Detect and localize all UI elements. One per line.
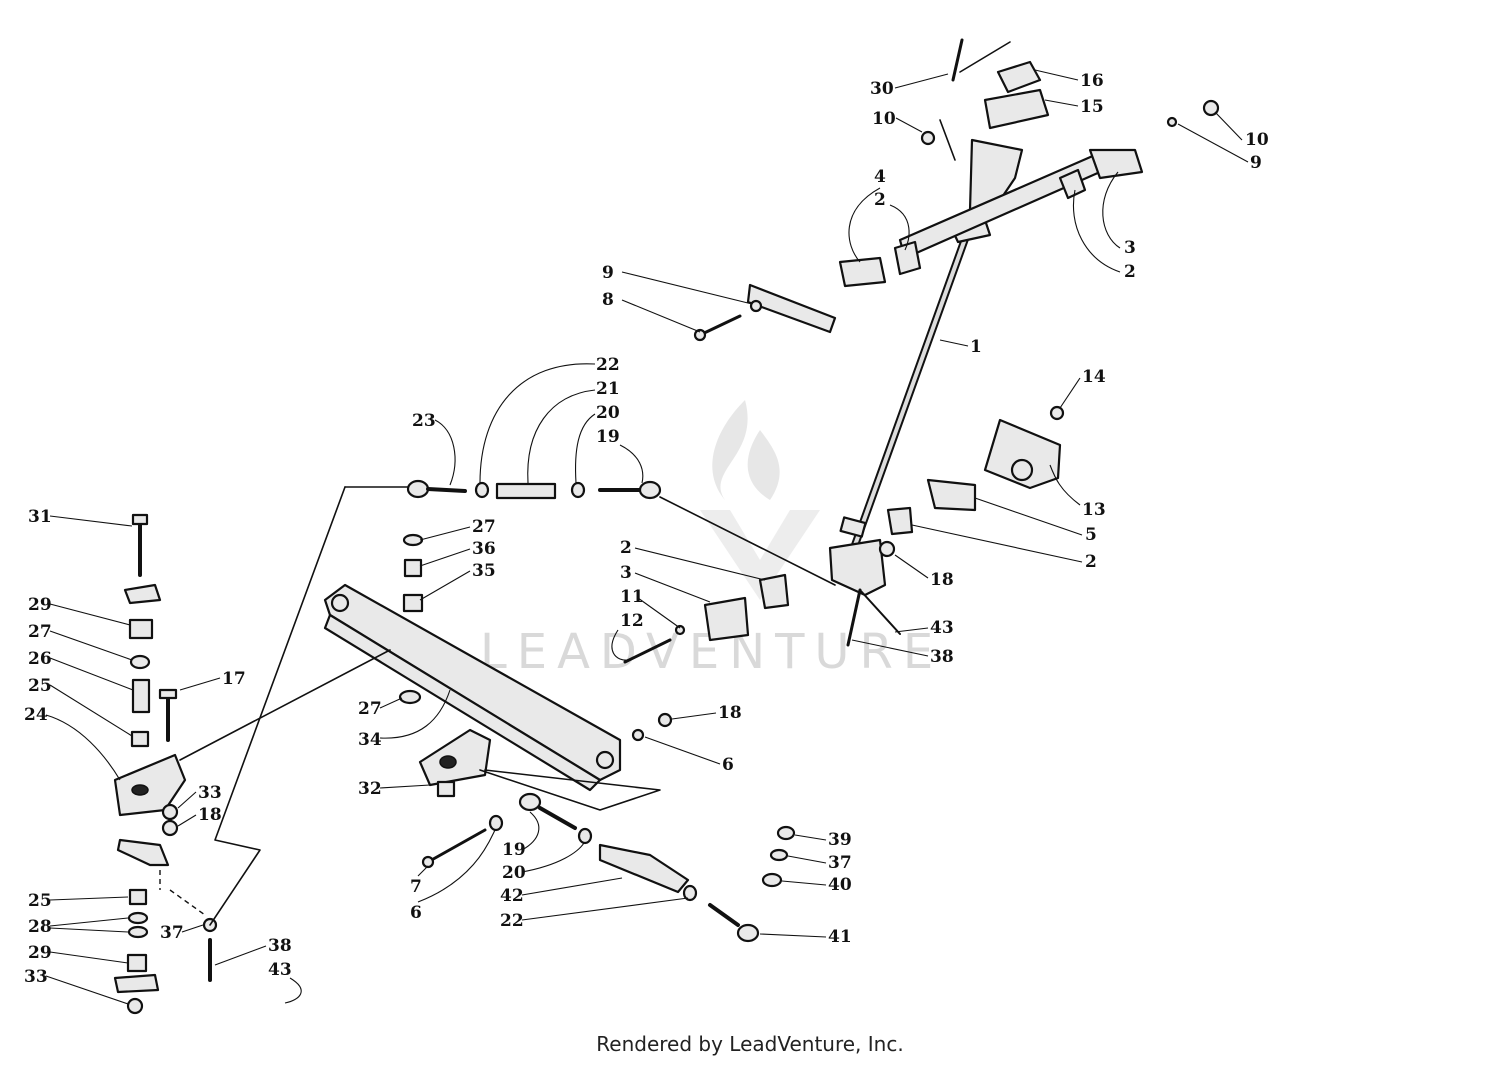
callout: 34 — [358, 730, 382, 750]
crossbar — [323, 583, 622, 792]
callout: 26 — [28, 649, 52, 669]
callout: 10 — [872, 109, 896, 129]
callout: 40 — [828, 875, 852, 895]
callout: 13 — [1082, 500, 1106, 520]
spindle-arm-center — [418, 712, 673, 798]
callout: 25 — [28, 676, 52, 696]
callout: 33 — [24, 967, 48, 987]
callout: 2 — [1124, 262, 1136, 282]
callout: 4 — [874, 167, 886, 187]
callout: 35 — [472, 561, 496, 581]
footer-credit: Rendered by LeadVenture, Inc. — [596, 1032, 904, 1056]
callout: 38 — [930, 647, 954, 667]
callout: 43 — [268, 960, 292, 980]
callout: 8 — [602, 290, 614, 310]
callout: 36 — [472, 539, 496, 559]
callout: 10 — [1245, 130, 1269, 150]
callout: 27 — [472, 517, 496, 537]
tie-rod-lower — [421, 792, 796, 943]
callout: 37 — [160, 923, 184, 943]
callout: 41 — [828, 927, 852, 947]
tie-rod-upper — [406, 479, 662, 500]
callout-labels: 30 16 15 10 10 9 4 2 3 2 9 8 1 14 13 5 2… — [24, 69, 1269, 1005]
callout: 39 — [828, 830, 852, 850]
callout: 12 — [620, 611, 644, 631]
callout: 17 — [222, 669, 246, 689]
callout: 27 — [358, 699, 382, 719]
watermark-logo — [700, 400, 820, 600]
watermark-text: LEADVENTURE — [480, 624, 943, 680]
handlebar-clamp-upper — [983, 60, 1050, 130]
callout: 30 — [870, 79, 894, 99]
callout: 18 — [198, 805, 222, 825]
callout: 37 — [828, 853, 852, 873]
callout: 5 — [1085, 525, 1097, 545]
callout: 29 — [28, 943, 52, 963]
callout: 42 — [500, 886, 524, 906]
spindle-arm-left — [113, 513, 218, 1015]
callout: 9 — [602, 263, 614, 283]
callout: 28 — [28, 917, 52, 937]
callout: 2 — [620, 538, 632, 558]
callout: 43 — [930, 618, 954, 638]
callout: 24 — [24, 705, 48, 725]
callout: 1 — [970, 337, 982, 357]
steering-post — [828, 138, 1024, 597]
callout: 14 — [1082, 367, 1106, 387]
callout: 31 — [28, 507, 52, 527]
handlebar-clamp-left — [693, 240, 922, 342]
callout: 20 — [596, 403, 620, 423]
callout: 29 — [28, 595, 52, 615]
callout: 2 — [874, 190, 886, 210]
callout: 32 — [358, 779, 382, 799]
handlebar — [898, 148, 1144, 260]
callout: 18 — [718, 703, 742, 723]
callout: 38 — [268, 936, 292, 956]
callout: 6 — [410, 903, 422, 923]
steering-block-lower — [623, 405, 1065, 664]
callout: 20 — [502, 863, 526, 883]
callout: 19 — [502, 840, 526, 860]
callout: 33 — [198, 783, 222, 803]
leader-lines — [159, 41, 1011, 926]
callout: 18 — [930, 570, 954, 590]
callout: 23 — [412, 411, 436, 431]
callout: 27 — [28, 622, 52, 642]
upper-bolt — [920, 38, 1220, 146]
callout: 19 — [596, 427, 620, 447]
callout: 22 — [500, 911, 524, 931]
callout: 3 — [620, 563, 632, 583]
callout: 16 — [1080, 71, 1104, 91]
callout: 22 — [596, 355, 620, 375]
callout: 3 — [1124, 238, 1136, 258]
callout: 9 — [1250, 153, 1262, 173]
callout: 2 — [1085, 552, 1097, 572]
spacer-stack — [398, 533, 424, 705]
callout: 7 — [410, 877, 422, 897]
callout: 11 — [620, 587, 644, 607]
callout: 15 — [1080, 97, 1104, 117]
callout: 21 — [596, 379, 620, 399]
callout: 25 — [28, 891, 52, 911]
callout: 6 — [722, 755, 734, 775]
